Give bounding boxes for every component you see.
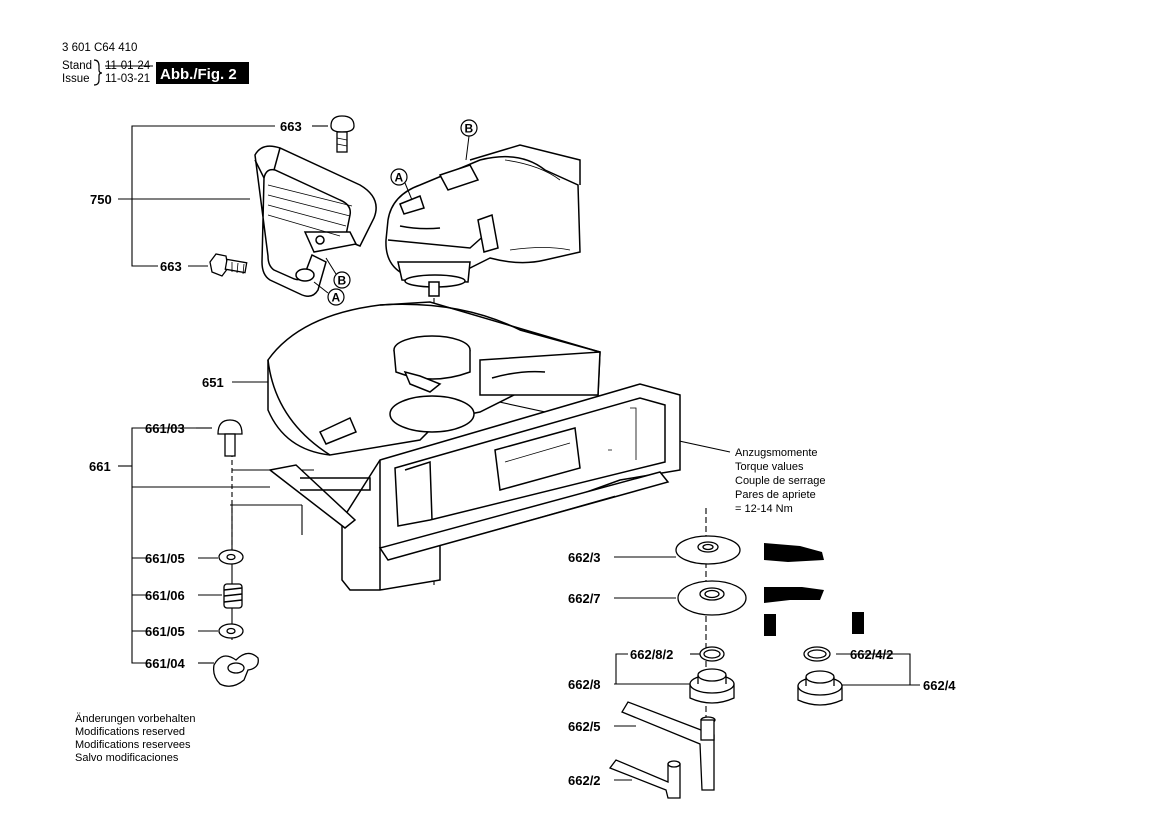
part-label-661-05-b: 661/05 bbox=[145, 624, 185, 639]
footer-line-es: Salvo modificaciones bbox=[75, 752, 179, 764]
part-label-662-8-2: 662/8/2 bbox=[630, 647, 673, 662]
torque-line-de: Anzugsmomente bbox=[735, 447, 818, 459]
part-label-651: 651 bbox=[202, 375, 224, 390]
brace-icon bbox=[93, 59, 103, 86]
part-label-661-06: 661/06 bbox=[145, 588, 185, 603]
part-label-661-03: 661/03 bbox=[145, 421, 185, 436]
part-label-662-7: 662/7 bbox=[568, 591, 601, 606]
torque-line-es: Pares de apriete bbox=[735, 489, 816, 501]
bolt-663-bottom bbox=[209, 253, 248, 277]
hex-key-662-5 bbox=[621, 701, 716, 791]
o-ring-662-4-2 bbox=[803, 646, 831, 662]
callout-b-upper: B bbox=[465, 122, 474, 136]
part-label-662-4-2: 662/4/2 bbox=[850, 647, 893, 662]
figure-badge-bg bbox=[156, 62, 249, 84]
section-views bbox=[764, 543, 864, 636]
callout-b-lower: B bbox=[338, 274, 347, 288]
part-label-662-8: 662/8 bbox=[568, 677, 601, 692]
clamp-nut-662-8 bbox=[689, 668, 735, 704]
wheel-guard-651 bbox=[267, 301, 601, 456]
torque-value: = 12-14 Nm bbox=[735, 503, 793, 515]
footer-notes: Änderungen vorbehalten Modifications res… bbox=[75, 713, 195, 764]
footer-line-de: Änderungen vorbehalten bbox=[75, 713, 195, 725]
part-label-661-04: 661/04 bbox=[145, 656, 186, 671]
footer-line-fr: Modifications reservees bbox=[75, 739, 191, 751]
flange-662-3 bbox=[675, 535, 741, 565]
callout-markers: A B B A bbox=[313, 119, 478, 306]
part-label-663-top: 663 bbox=[280, 119, 302, 134]
footer-line-en: Modifications reserved bbox=[75, 726, 185, 738]
part-label-661-05-a: 661/05 bbox=[145, 551, 185, 566]
grinder-head bbox=[385, 144, 581, 297]
callout-a-lower: A bbox=[332, 291, 341, 305]
callout-b-lower-circle bbox=[333, 271, 351, 289]
carriage-bolt-661-03 bbox=[217, 419, 243, 457]
callout-a-upper-circle bbox=[390, 168, 408, 186]
stand-label: Stand bbox=[62, 60, 92, 72]
part-label-662-2: 662/2 bbox=[568, 773, 601, 788]
torque-line-en: Torque values bbox=[735, 461, 804, 473]
figure-badge: Abb./Fig. 2 bbox=[160, 66, 237, 83]
o-ring-662-8-2 bbox=[699, 646, 725, 662]
torque-note: Anzugsmomente Torque values Couple de se… bbox=[735, 447, 826, 515]
part-label-662-5: 662/5 bbox=[568, 719, 601, 734]
cutting-base-661 bbox=[268, 383, 681, 591]
part-label-663-bottom: 663 bbox=[160, 259, 182, 274]
flange-662-7 bbox=[677, 580, 747, 616]
callout-a-upper: A bbox=[395, 171, 404, 185]
issue-label: Issue bbox=[62, 73, 90, 85]
part-labels: 663 750 663 651 661/03 661 661/05 661/06… bbox=[89, 119, 956, 788]
document-header: 3 601 C64 410 Stand Issue 11-01-24 11-03… bbox=[62, 42, 249, 86]
washer-661-05-b bbox=[218, 623, 244, 639]
wing-nut-661-04 bbox=[212, 652, 259, 687]
part-label-662-4: 662/4 bbox=[923, 678, 956, 693]
part-label-750: 750 bbox=[90, 192, 112, 207]
part-label-662-3: 662/3 bbox=[568, 550, 601, 565]
issue-date: 11-03-21 bbox=[105, 73, 150, 85]
torque-line-fr: Couple de serrage bbox=[735, 475, 826, 487]
doc-number: 3 601 C64 410 bbox=[62, 42, 137, 54]
handle-750 bbox=[254, 145, 377, 297]
hex-key-662-2 bbox=[608, 759, 681, 799]
washer-661-05-a bbox=[218, 549, 244, 565]
bolt-663-top bbox=[330, 115, 355, 153]
clamp-nut-662-4 bbox=[797, 670, 843, 706]
spring-661-06 bbox=[223, 583, 243, 609]
part-label-661: 661 bbox=[89, 459, 111, 474]
callout-a-lower-circle bbox=[327, 288, 345, 306]
